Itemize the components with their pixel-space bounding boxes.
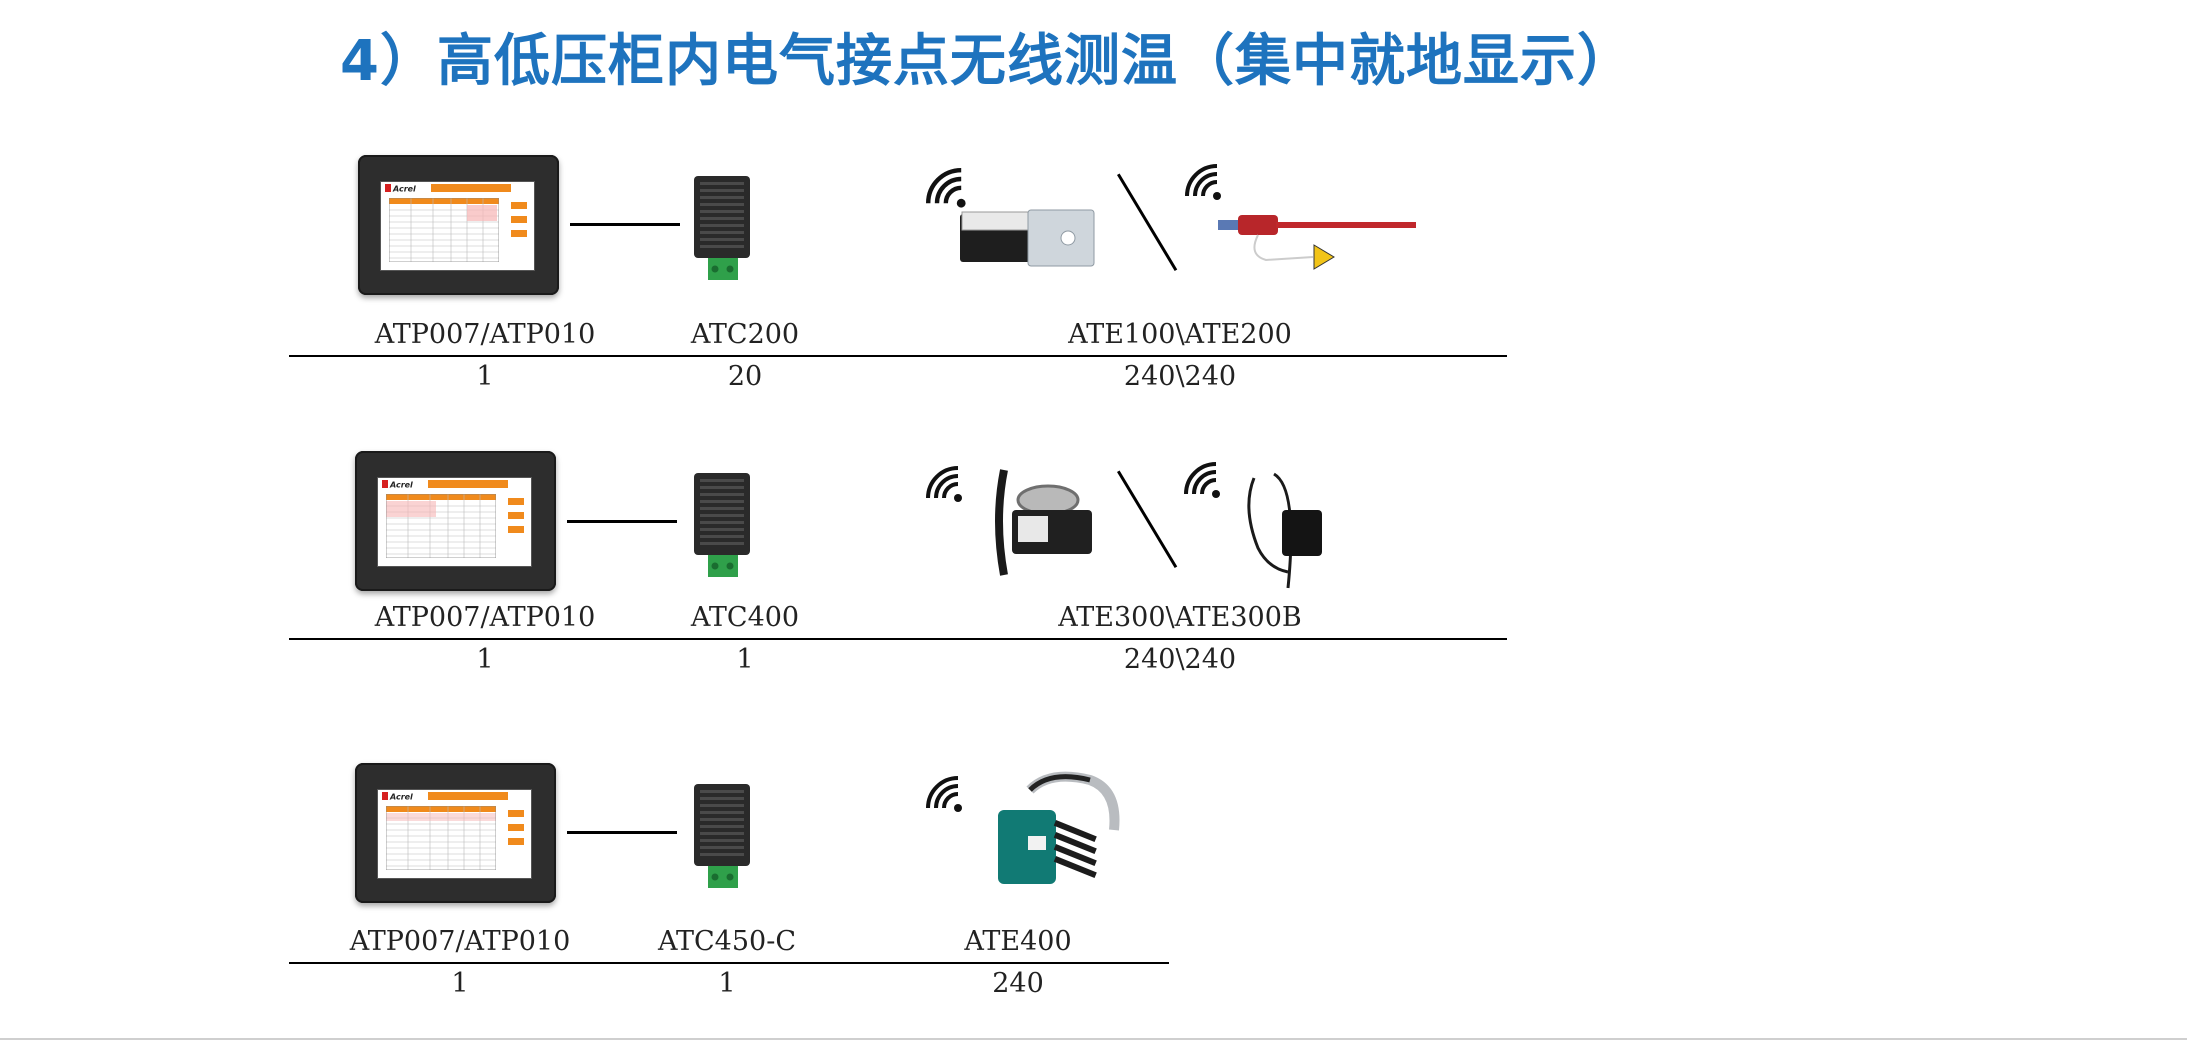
display-quantity: 1 bbox=[451, 968, 469, 999]
acrel-logo: Acrel bbox=[385, 184, 416, 194]
display-model-label: ATP007/ATP010 bbox=[349, 926, 571, 957]
sensor-quantity: 240 bbox=[992, 968, 1044, 999]
wireless-signal-icon bbox=[926, 168, 966, 208]
acrel-logo: Acrel bbox=[382, 480, 413, 490]
wireless-signal-icon bbox=[926, 466, 962, 502]
touchscreen-display-image: Acrel bbox=[358, 155, 559, 295]
cable-tie-sensor-image bbox=[1218, 215, 1416, 270]
touchscreen-display-image: Acrel bbox=[355, 451, 556, 591]
collector-device-image bbox=[694, 473, 750, 577]
collector-model-label: ATC400 bbox=[690, 602, 800, 633]
collector-quantity: 1 bbox=[736, 644, 754, 675]
wireless-signal-icon bbox=[1184, 462, 1220, 498]
clamp-ring-sensor-image bbox=[998, 771, 1120, 884]
collector-quantity: 1 bbox=[718, 968, 736, 999]
collector-model-label: ATC450-C bbox=[657, 926, 797, 957]
display-model-label: ATP007/ATP010 bbox=[374, 602, 596, 633]
strap-sensor-image bbox=[1247, 472, 1322, 589]
svg-text:Acrel: Acrel bbox=[392, 185, 416, 194]
separator-slash bbox=[1117, 173, 1178, 272]
connection-line bbox=[570, 223, 680, 226]
separator-slash bbox=[1117, 470, 1178, 569]
acrel-logo: Acrel bbox=[382, 792, 413, 802]
page-title: 4）高低压柜内电气接点无线测温（集中就地显示） bbox=[340, 29, 1634, 94]
display-quantity: 1 bbox=[476, 361, 494, 392]
sensor-model-label: ATE100\ATE200 bbox=[1068, 319, 1292, 350]
page-bottom-border bbox=[0, 1038, 2187, 1040]
display-quantity: 1 bbox=[476, 644, 494, 675]
touchscreen-display-image: Acrel bbox=[355, 763, 556, 903]
sensor-model-label: ATE300\ATE300B bbox=[1058, 602, 1302, 633]
collector-device-image bbox=[694, 784, 750, 888]
wireless-signal-icon bbox=[926, 776, 962, 812]
row-divider bbox=[289, 638, 1507, 640]
connection-line bbox=[567, 520, 677, 523]
row-divider bbox=[289, 962, 1169, 964]
display-model-label: ATP007/ATP010 bbox=[374, 319, 596, 350]
wireless-signal-icon bbox=[1185, 164, 1221, 200]
collector-device-image bbox=[694, 176, 750, 280]
connection-line bbox=[567, 831, 677, 834]
row-divider bbox=[289, 355, 1507, 357]
svg-text:Acrel: Acrel bbox=[389, 793, 413, 802]
svg-text:Acrel: Acrel bbox=[389, 481, 413, 490]
sensor-quantity: 240\240 bbox=[1123, 644, 1237, 675]
sensor-model-label: ATE400 bbox=[964, 926, 1072, 957]
collector-quantity: 20 bbox=[727, 361, 763, 392]
ring-clamp-sensor-image bbox=[995, 469, 1092, 576]
screw-mount-sensor-image bbox=[960, 209, 1095, 267]
sensor-quantity: 240\240 bbox=[1123, 361, 1237, 392]
collector-model-label: ATC200 bbox=[690, 319, 800, 350]
